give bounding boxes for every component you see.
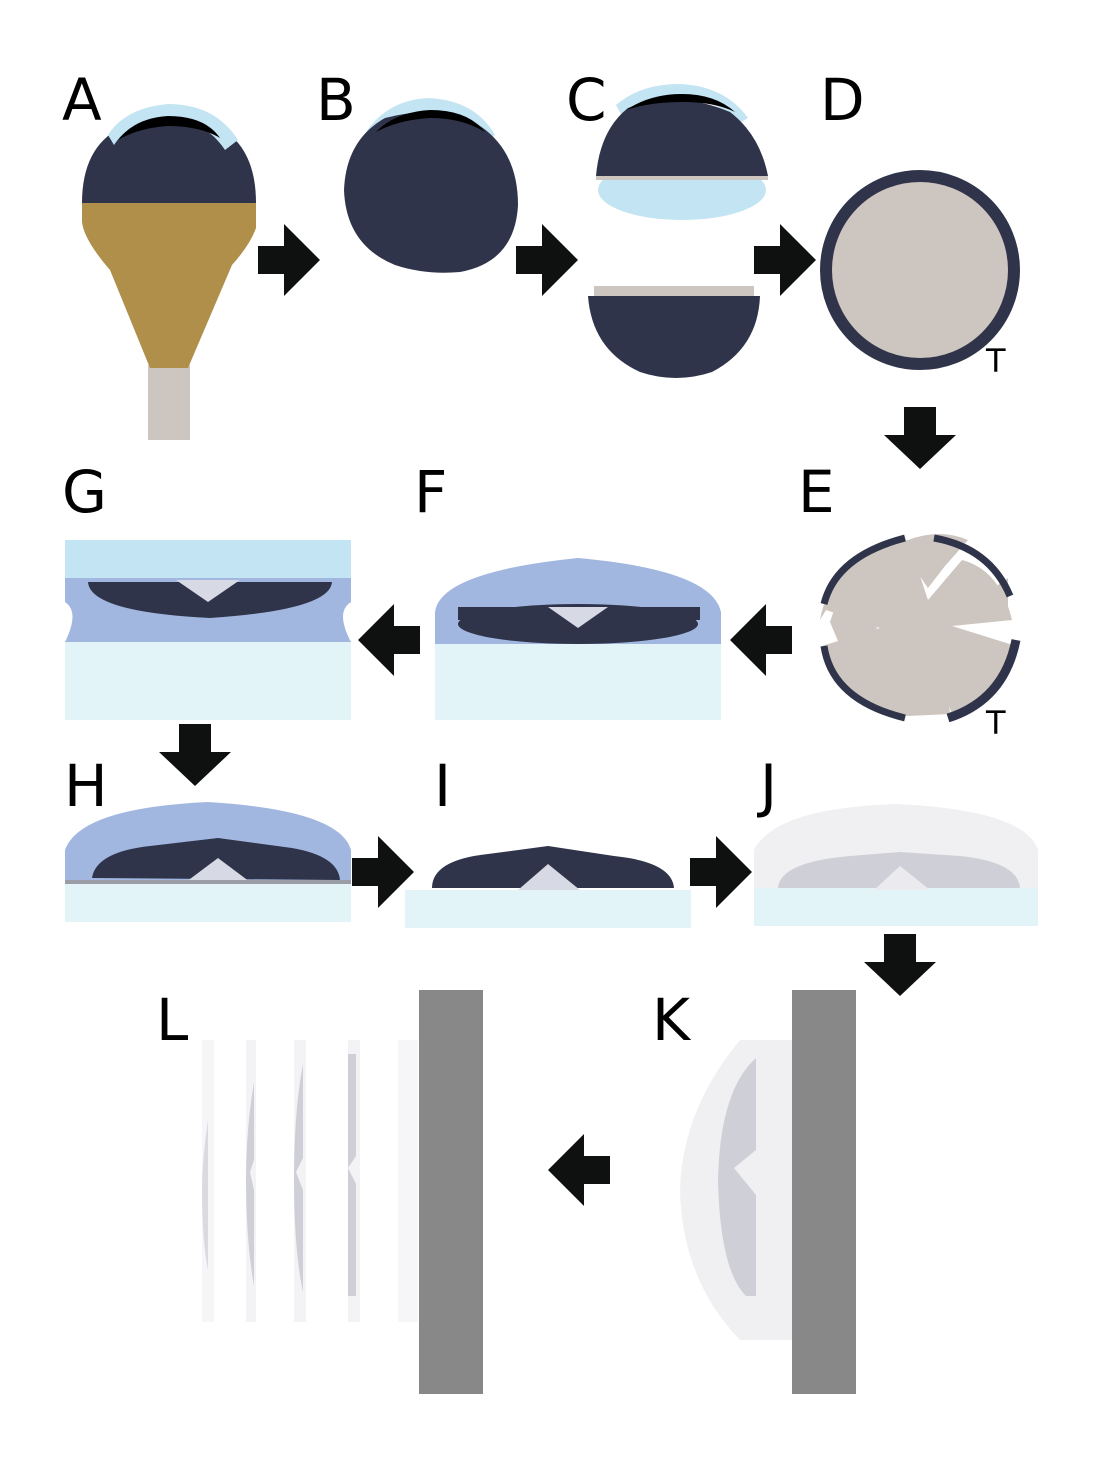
slide-h [65, 882, 351, 922]
panel-c-label: C [566, 66, 607, 134]
tissue-cap-edge-c [626, 94, 735, 112]
clover-rim-tl [820, 534, 906, 605]
clover-rim-tr [933, 534, 1014, 598]
panel-i: I [405, 752, 691, 928]
stalk-base [148, 365, 190, 440]
arrow-f-g [358, 604, 420, 676]
tissue-i [432, 846, 674, 888]
arrow-e-f [730, 604, 792, 676]
slide-f [435, 636, 721, 720]
arrow-d-e [884, 407, 956, 469]
panel-e-label: E [798, 458, 835, 526]
arrow-j-k [864, 934, 936, 996]
panel-b-label: B [316, 66, 356, 134]
slide-g [65, 642, 351, 720]
arrow-g-h [159, 724, 231, 786]
slice-tissue-2 [348, 1054, 356, 1296]
panel-e: E T [798, 458, 1021, 742]
notch-g [176, 580, 240, 602]
arrow-i-j [690, 836, 752, 908]
arrow-b-c [516, 224, 578, 296]
embedding-cap [108, 104, 238, 150]
panel-i-label: I [434, 752, 451, 820]
notch-i [518, 864, 580, 890]
panel-h: H [64, 752, 351, 922]
panel-d-tag: T [985, 342, 1006, 380]
panel-g-label: G [62, 458, 107, 526]
panel-d-label: D [820, 66, 865, 134]
notch-h [186, 858, 250, 882]
panel-k: K [652, 986, 856, 1394]
arrow-a-b [258, 224, 320, 296]
arrow-c-d [754, 224, 816, 296]
tissue-top-half [596, 99, 768, 176]
panel-a-label: A [62, 66, 102, 134]
base-line-h [65, 880, 351, 884]
panel-j-label: J [757, 752, 777, 820]
clover-rim-br [946, 639, 1021, 723]
embedding-cap-b [366, 98, 495, 144]
tissue-dome [82, 119, 256, 203]
panel-j: J [754, 752, 1038, 926]
slide-i [405, 890, 691, 928]
slice-tissue-4 [246, 1082, 254, 1286]
panel-k-label: K [652, 986, 692, 1054]
panel-g: G [62, 458, 351, 720]
panel-f-label: F [414, 458, 447, 526]
slice-tissue-3 [294, 1064, 303, 1292]
specimen-block-k [792, 990, 856, 1394]
slice-tissue-5 [202, 1120, 208, 1270]
panel-d: D T [820, 66, 1020, 380]
panel-e-tag: T [985, 704, 1006, 742]
slice-1 [398, 1040, 418, 1322]
tissue-cap-edge [118, 116, 220, 140]
clover-section [820, 534, 1016, 716]
tissue-cap-edge-b [376, 110, 485, 132]
panel-a: A [62, 66, 256, 440]
panel-h-label: H [64, 752, 108, 820]
embedding-cap-c [616, 84, 748, 126]
tissue-h [92, 838, 340, 880]
stalk-cone [82, 200, 256, 368]
section-disc [820, 170, 1020, 370]
panel-l: L [156, 986, 483, 1394]
arrow-k-l [548, 1134, 610, 1206]
tissue-k [718, 1058, 756, 1296]
cut-surface-bottom [594, 286, 754, 296]
notch-f [548, 607, 608, 628]
panel-f: F [414, 458, 721, 720]
specimen-block-l [419, 990, 483, 1394]
tissue-sphere-b [344, 112, 518, 273]
panel-b: B [316, 66, 518, 273]
slide-j [754, 888, 1038, 926]
panel-l-label: L [156, 986, 188, 1054]
cut-line-top [596, 176, 768, 180]
arrow-h-i [352, 836, 414, 908]
notch-j [874, 866, 930, 890]
top-plate-g [65, 540, 351, 580]
panel-c: C [566, 66, 768, 378]
clover-rim-bl [820, 645, 906, 722]
tissue-bottom-half [588, 296, 760, 378]
